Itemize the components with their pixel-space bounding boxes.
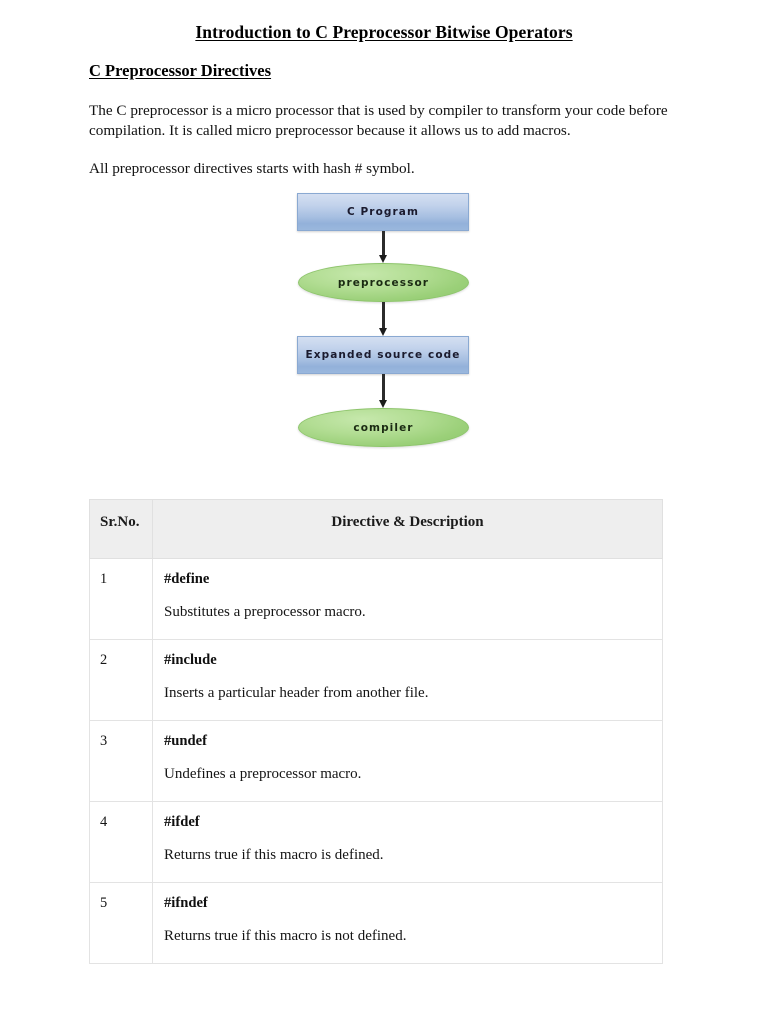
table-row: 3 #undef Undefines a preprocessor macro. bbox=[89, 720, 663, 802]
directive-name: #ifndef bbox=[164, 895, 208, 911]
directive-description: Undefines a preprocessor macro. bbox=[164, 766, 362, 782]
cell-srno: 4 bbox=[89, 801, 153, 883]
table-header: Sr.No. Directive & Description bbox=[89, 499, 663, 559]
column-header-directive-description: Directive & Description bbox=[152, 499, 663, 559]
arrow-head-icon bbox=[378, 255, 387, 263]
table-body: 1 #define Substitutes a preprocessor mac… bbox=[89, 558, 663, 964]
table-row: 5 #ifndef Returns true if this macro is … bbox=[89, 882, 663, 964]
table-header-row: Sr.No. Directive & Description bbox=[89, 499, 663, 559]
page-title-text: Introduction to C Preprocessor Bitwise O… bbox=[195, 22, 573, 42]
flow-node-label: Expanded source code bbox=[305, 349, 461, 361]
flow-node-preprocessor: preprocessor bbox=[298, 263, 469, 302]
table-row: 2 #include Inserts a particular header f… bbox=[89, 639, 663, 721]
column-header-srno: Sr.No. bbox=[89, 499, 153, 559]
arrow-head-icon bbox=[378, 400, 387, 408]
directive-description: Returns true if this macro is defined. bbox=[164, 847, 384, 863]
cell-directive: #undef Undefines a preprocessor macro. bbox=[152, 720, 663, 802]
directive-name: #include bbox=[164, 652, 217, 668]
cell-directive: #define Substitutes a preprocessor macro… bbox=[152, 558, 663, 640]
cell-srno: 5 bbox=[89, 882, 153, 964]
page-title: Introduction to C Preprocessor Bitwise O… bbox=[0, 22, 768, 43]
cell-directive: #include Inserts a particular header fro… bbox=[152, 639, 663, 721]
directive-description: Inserts a particular header from another… bbox=[164, 685, 429, 701]
cell-srno: 3 bbox=[89, 720, 153, 802]
cell-srno: 2 bbox=[89, 639, 153, 721]
section-heading-text: C Preprocessor Directives bbox=[89, 61, 272, 80]
directives-table: Sr.No. Directive & Description 1 #define… bbox=[89, 499, 663, 964]
flow-node-expanded-source-code: Expanded source code bbox=[297, 336, 469, 374]
table-row: 1 #define Substitutes a preprocessor mac… bbox=[89, 558, 663, 640]
flow-arrow-expanded-to-compiler bbox=[378, 374, 387, 408]
arrow-shaft bbox=[382, 374, 385, 401]
arrow-shaft bbox=[382, 302, 385, 329]
flow-arrow-preprocessor-to-expanded bbox=[378, 302, 387, 336]
cell-directive: #ifdef Returns true if this macro is def… bbox=[152, 801, 663, 883]
paragraph-hash-symbol: All preprocessor directives starts with … bbox=[89, 160, 415, 177]
flow-node-c-program: C Program bbox=[297, 193, 469, 231]
flow-node-label: preprocessor bbox=[337, 276, 430, 289]
cell-srno: 1 bbox=[89, 558, 153, 640]
table-row: 4 #ifdef Returns true if this macro is d… bbox=[89, 801, 663, 883]
directive-name: #undef bbox=[164, 733, 207, 749]
preprocessor-flowchart-diagram: C Program preprocessor Expanded source c… bbox=[297, 193, 472, 453]
arrow-shaft bbox=[382, 231, 385, 256]
directive-name: #ifdef bbox=[164, 814, 200, 830]
cell-directive: #ifndef Returns true if this macro is no… bbox=[152, 882, 663, 964]
directive-description: Returns true if this macro is not define… bbox=[164, 928, 407, 944]
flow-node-label: C Program bbox=[346, 206, 420, 218]
section-heading: C Preprocessor Directives bbox=[89, 61, 271, 81]
paragraph-intro: The C preprocessor is a micro processor … bbox=[89, 102, 668, 139]
flow-node-label: compiler bbox=[353, 421, 414, 434]
directive-description: Substitutes a preprocessor macro. bbox=[164, 604, 366, 620]
flow-node-compiler: compiler bbox=[298, 408, 469, 447]
arrow-head-icon bbox=[378, 328, 387, 336]
directive-name: #define bbox=[164, 571, 210, 587]
flow-arrow-program-to-preprocessor bbox=[378, 231, 387, 263]
